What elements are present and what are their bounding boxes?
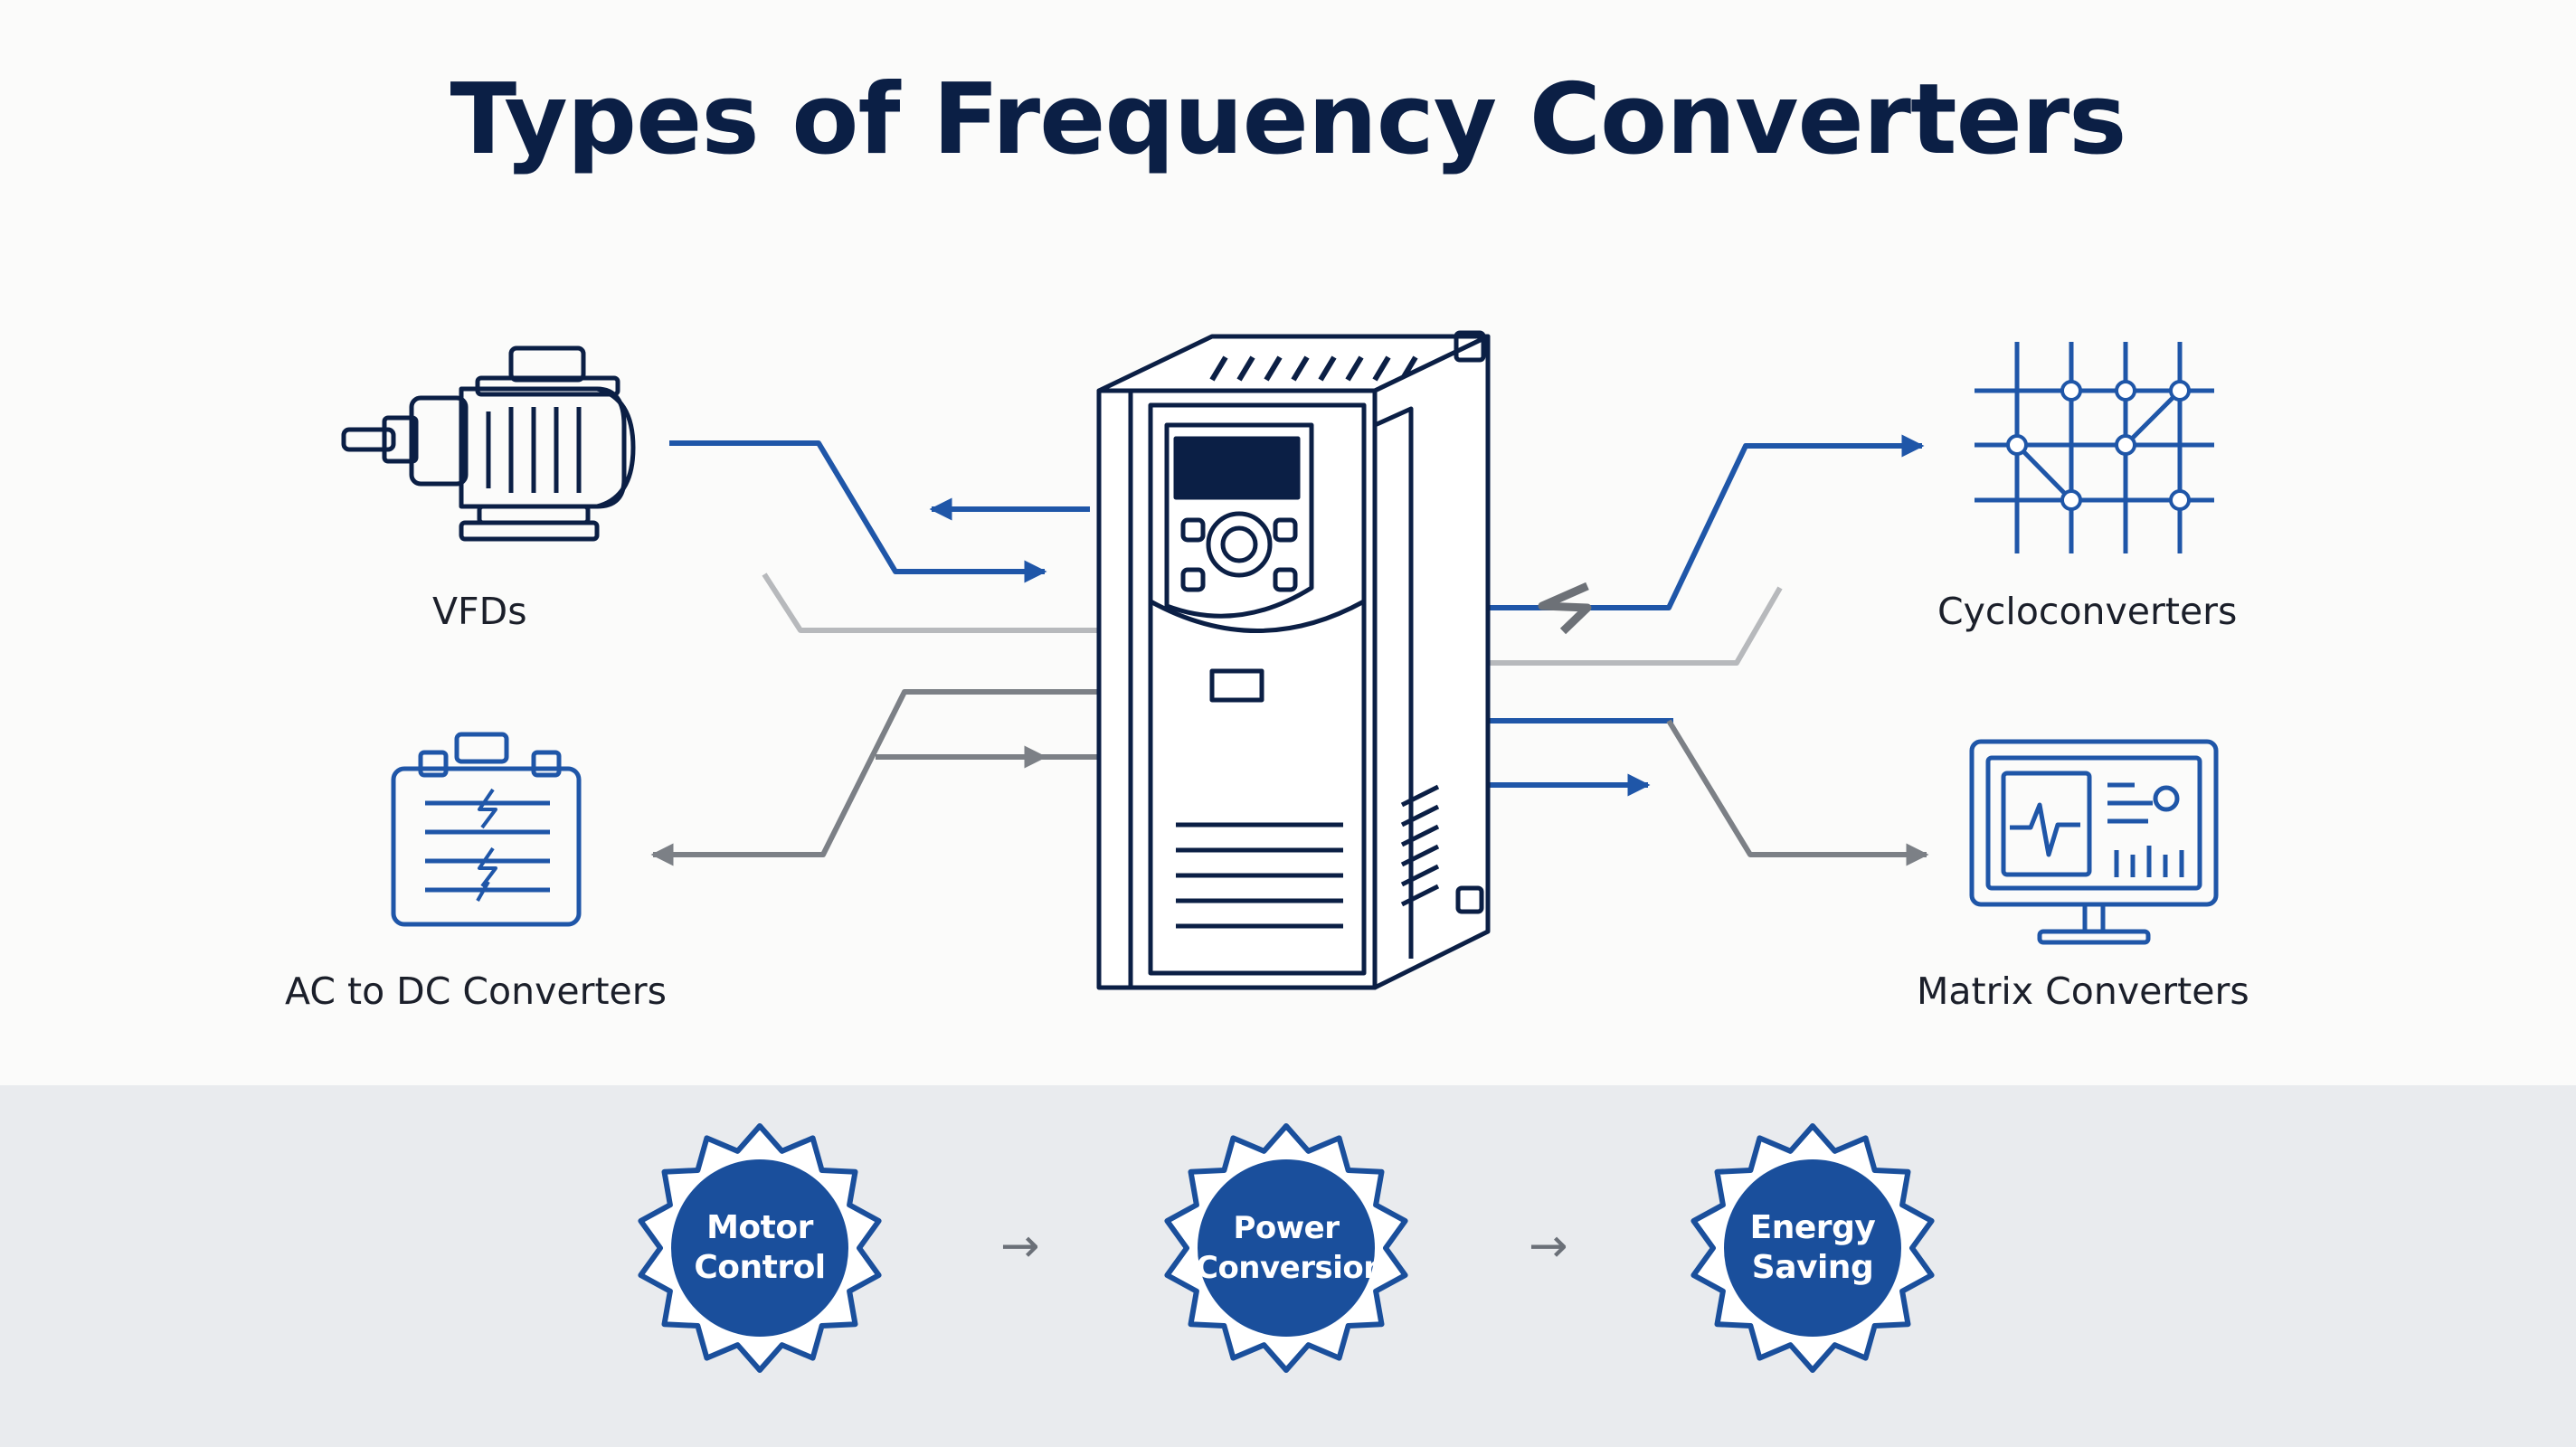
badge-energy-saving-line2: Saving xyxy=(1751,1249,1874,1286)
connector-lines xyxy=(650,434,1929,866)
badge-power-conversion-icon xyxy=(1164,1123,1408,1373)
central-drive-icon xyxy=(1096,330,1491,990)
converter-module-icon xyxy=(391,732,582,927)
badge-energy-saving: Energy Saving xyxy=(1722,1208,1903,1288)
connector-matrix-out xyxy=(1666,719,1929,866)
connector-gray-left-mid xyxy=(650,689,1099,866)
motor-icon xyxy=(341,345,636,542)
label-vfds: VFDs xyxy=(432,590,527,633)
connector-gray-right-top xyxy=(1488,586,1783,666)
page-title: Types of Frequency Converters xyxy=(450,63,2127,176)
badge-power-conversion-line1: Power xyxy=(1233,1210,1340,1246)
badge-energy-saving-line1: Energy xyxy=(1749,1209,1876,1246)
connector-lightning xyxy=(1538,582,1592,635)
monitor-display-icon xyxy=(1969,739,2219,945)
badge-motor-control-line2: Control xyxy=(694,1249,826,1286)
connector-vfd-in xyxy=(669,440,1047,583)
label-ac-to-dc-converters: AC to DC Converters xyxy=(285,969,667,1013)
connector-gray-left-top xyxy=(762,572,1099,633)
badge-motor-control-line1: Motor xyxy=(706,1209,813,1246)
connector-cyclo-out xyxy=(1488,434,1925,610)
label-matrix-converters: Matrix Converters xyxy=(1917,969,2249,1013)
step-arrow-2: → xyxy=(1529,1219,1568,1273)
grid-network-icon xyxy=(1975,342,2214,553)
badge-motor-control: Motor Control xyxy=(669,1208,850,1288)
badge-energy-saving-icon xyxy=(1690,1123,1935,1373)
badge-motor-control-icon xyxy=(638,1123,882,1373)
badge-power-conversion-line2: Conversion xyxy=(1196,1250,1385,1286)
step-arrow-1: → xyxy=(1000,1219,1040,1273)
label-cycloconverters: Cycloconverters xyxy=(1937,590,2238,633)
badge-power-conversion: Power Conversion xyxy=(1196,1208,1385,1288)
